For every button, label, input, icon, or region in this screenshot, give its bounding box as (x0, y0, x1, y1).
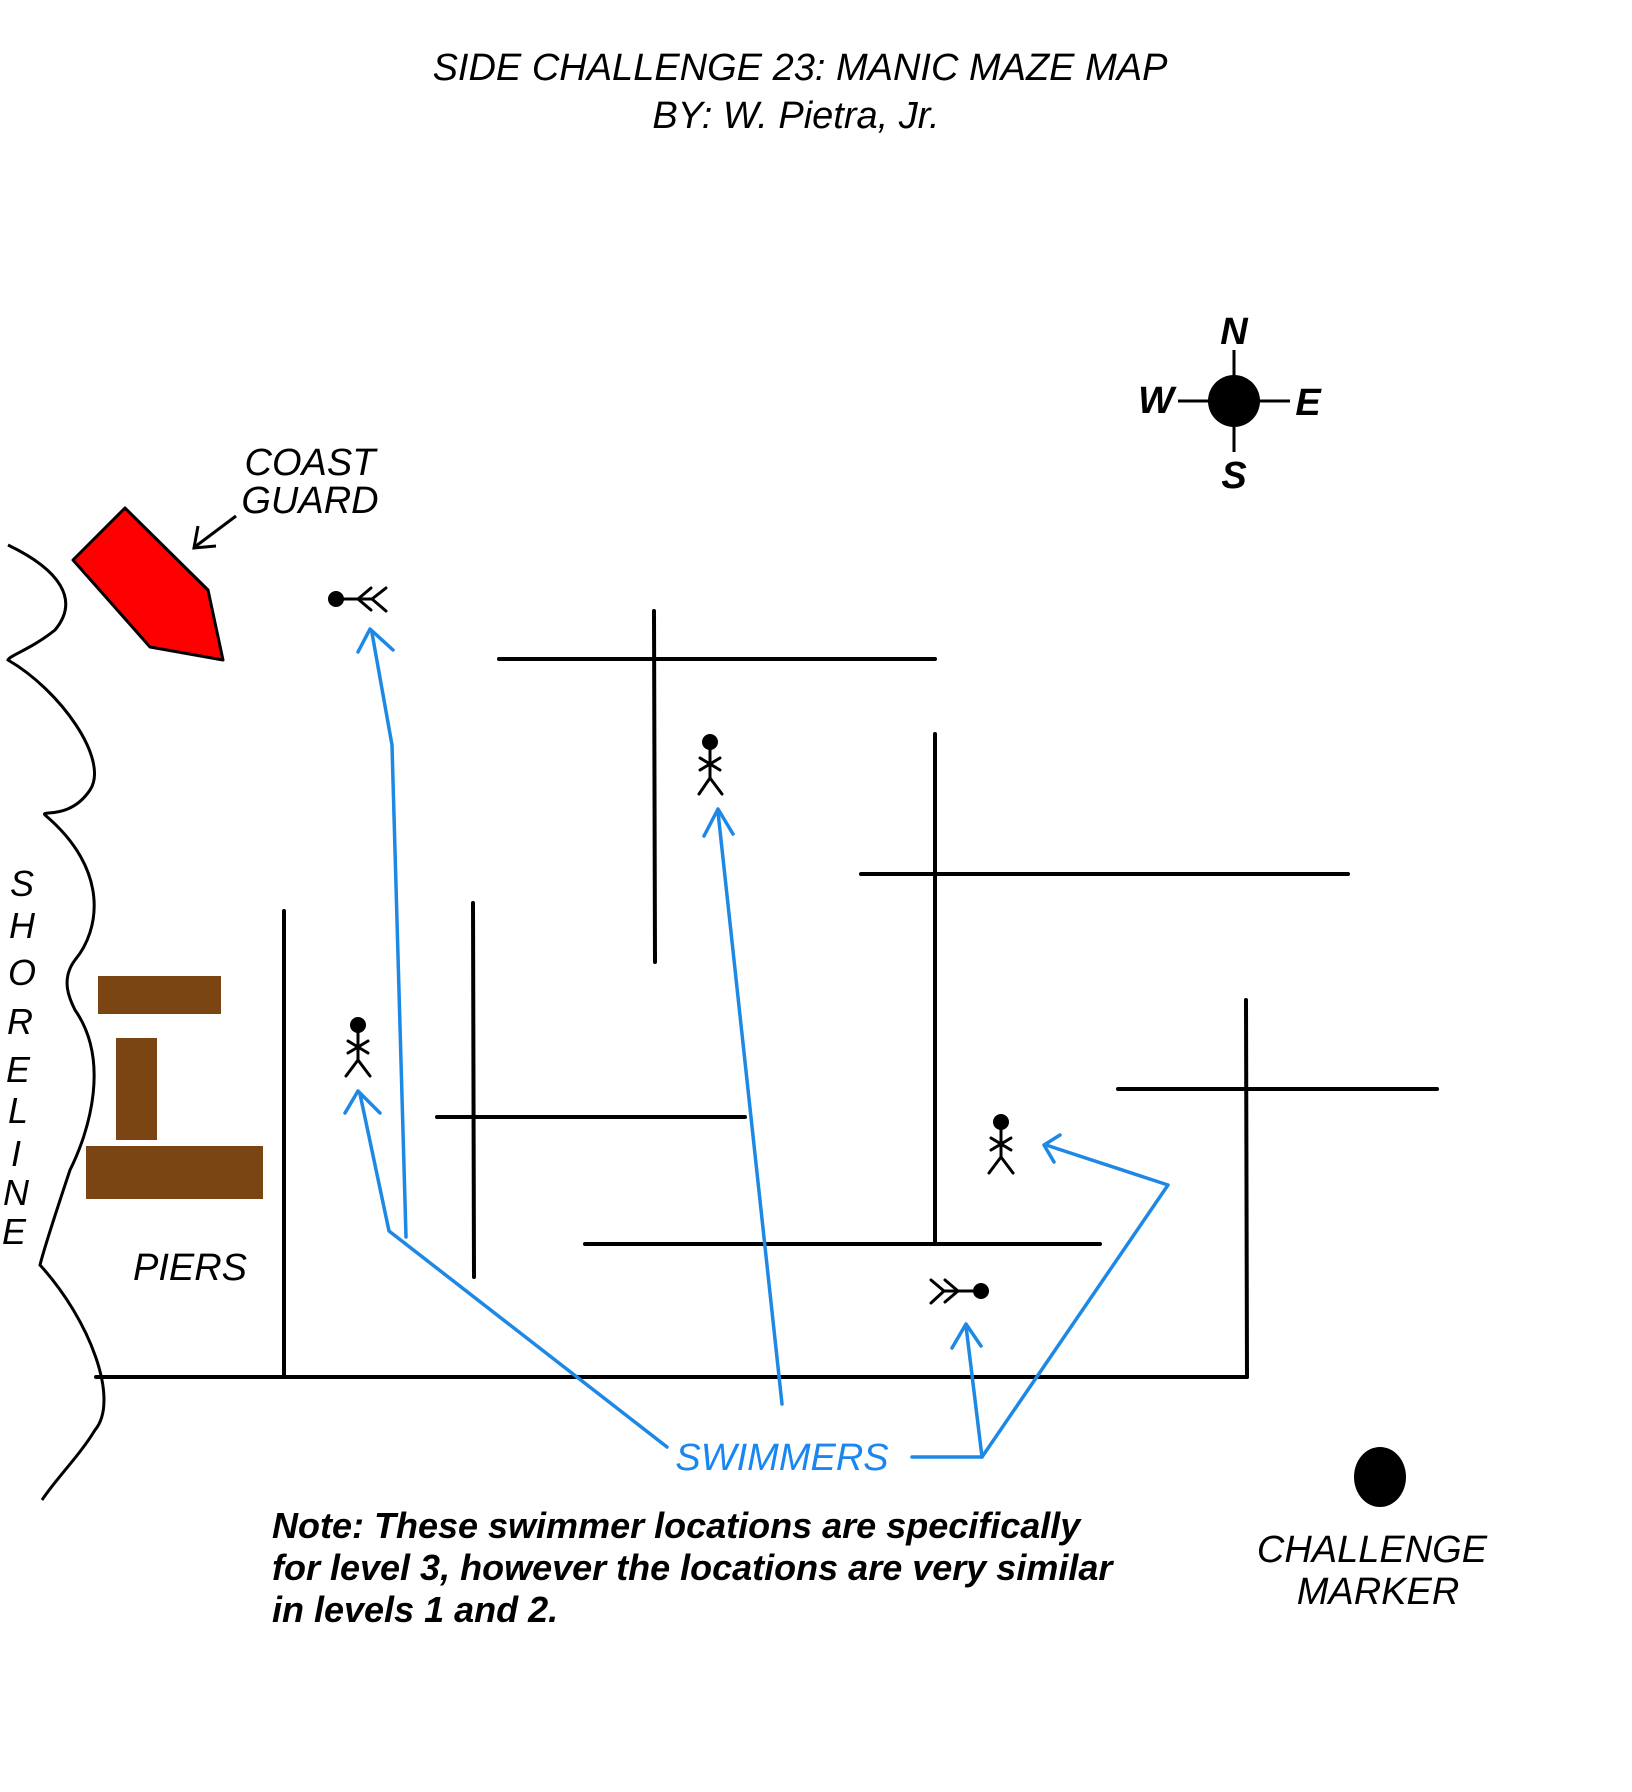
coast-guard-label-line2: GUARD (241, 480, 378, 522)
maze-walls (94, 609, 1439, 1379)
shoreline-path (6, 543, 106, 1501)
swimmer-icon (697, 734, 724, 796)
svg-text:N: N (3, 1172, 30, 1213)
map-author: BY: W. Pietra, Jr. (652, 95, 939, 137)
swimmers-label: SWIMMERS (675, 1437, 888, 1479)
note-line-3: in levels 1 and 2. (272, 1589, 558, 1630)
swimmer-icon (929, 1278, 989, 1305)
svg-text:S: S (10, 863, 34, 904)
svg-text:O: O (8, 952, 36, 993)
piers-icon (86, 976, 263, 1199)
challenge-marker-icon (1354, 1447, 1406, 1507)
compass-south: S (1221, 455, 1246, 497)
swimmer-arrows (343, 627, 1170, 1459)
compass-rose-icon (1178, 350, 1290, 452)
challenge-marker-label-line2: MARKER (1297, 1571, 1460, 1613)
note-line-2: for level 3, however the locations are v… (272, 1547, 1114, 1588)
svg-text:I: I (11, 1133, 21, 1174)
svg-text:H: H (9, 905, 36, 946)
coast-guard-boat-icon (71, 506, 225, 662)
coast-guard-label-line1: COAST (245, 442, 379, 484)
challenge-marker-label-line1: CHALLENGE (1257, 1529, 1488, 1571)
map-title: SIDE CHALLENGE 23: MANIC MAZE MAP (433, 47, 1168, 89)
swimmer-icon (328, 586, 388, 613)
compass-west: W (1138, 380, 1177, 422)
swimmer-icon (987, 1114, 1015, 1175)
svg-text:E: E (2, 1211, 27, 1252)
svg-text:E: E (6, 1049, 31, 1090)
compass-north: N (1220, 311, 1249, 353)
note-line-1: Note: These swimmer locations are specif… (272, 1505, 1082, 1546)
piers-label: PIERS (133, 1247, 247, 1289)
svg-text:R: R (7, 1001, 33, 1042)
coast-guard-arrow (192, 514, 237, 550)
shoreline-label: S H O R E L I N E (2, 863, 36, 1252)
svg-text:L: L (8, 1090, 28, 1131)
swimmer-icon (344, 1017, 372, 1078)
compass-east: E (1295, 382, 1322, 424)
